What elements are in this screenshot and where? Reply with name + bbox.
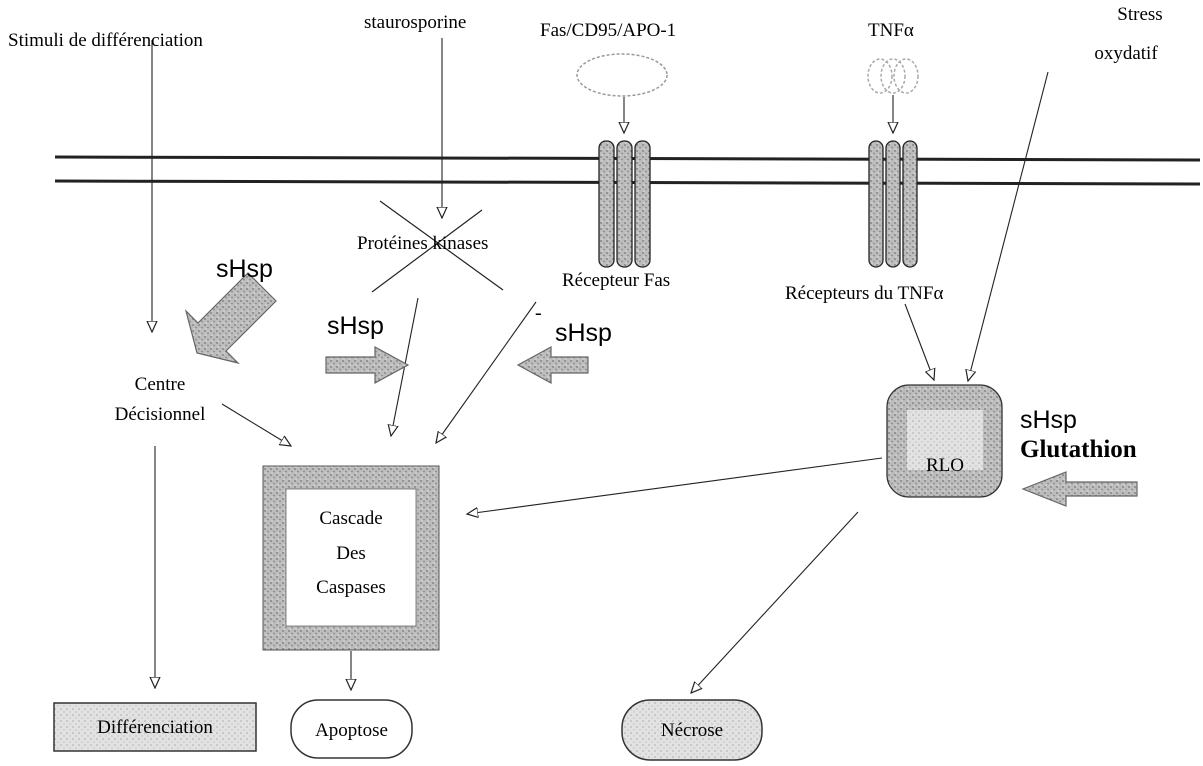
block-arrow-glutathion: [1021, 471, 1138, 507]
apoptose-box: [290, 699, 413, 759]
label-glutathion: Glutathion: [1020, 436, 1137, 463]
label-tnf: TNFα: [868, 20, 914, 41]
arrow-stress-to-rlo: [968, 71, 1049, 381]
label-shsp-right: sHsp: [555, 319, 612, 347]
block-arrow-diagonal: [184, 272, 277, 365]
caspase-box: [262, 465, 440, 651]
label-differentiation: Différenciation: [97, 717, 213, 738]
label-tnf-receptors: Récepteurs du TNFα: [785, 283, 944, 304]
arrow-tnf-receptors-to-rlo: [904, 303, 934, 380]
label-necrose: Nécrose: [660, 720, 724, 741]
rlo-box: [886, 384, 1003, 498]
tnf-ligand-shape: [867, 58, 919, 94]
label-caspase-line2: Des: [336, 543, 366, 564]
arrow-fas-to-caspases: [436, 301, 537, 443]
label-staurosporine: staurosporine: [364, 12, 467, 33]
label-decision-line2: Décisionnel: [114, 404, 206, 425]
label-fas-ligand: Fas/CD95/APO-1: [540, 20, 677, 41]
label-shsp-rlo: sHsp: [1020, 406, 1077, 434]
label-minus-sign: -: [535, 302, 542, 324]
label-caspase-line1: Cascade: [319, 508, 383, 529]
arrow-rlo-to-caspases: [467, 457, 883, 514]
label-shsp-top: sHsp: [216, 255, 273, 283]
label-apoptose: Apoptose: [315, 720, 388, 741]
necrose-box: [621, 699, 763, 761]
arrow-decision-to-caspases: [221, 403, 291, 446]
label-stimuli: Stimuli de différenciation: [8, 30, 203, 51]
label-caspase-line3: Caspases: [316, 577, 386, 598]
label-stress-line2: oxydatif: [1094, 43, 1158, 64]
fas-ligand-shape: [576, 53, 668, 97]
fas-receptor-shape: [598, 140, 651, 268]
label-decision-line1: Centre: [134, 374, 186, 395]
block-arrow-right: [325, 345, 410, 385]
tnf-receptor-shape: [868, 140, 918, 268]
kinase-inhibition-cross: [371, 200, 504, 293]
block-arrow-left: [516, 345, 589, 385]
arrow-rlo-to-necrose: [691, 511, 859, 693]
inhibition-block-arrows: [184, 272, 1138, 507]
label-rlo: RLO: [926, 455, 964, 476]
label-shsp-middle: sHsp: [327, 312, 384, 340]
label-protein-kinases: Protéines kinases: [357, 233, 489, 254]
differentiation-box: [53, 702, 257, 752]
label-fas-receptor: Récepteur Fas: [562, 270, 671, 291]
label-stress-line1: Stress: [1117, 4, 1163, 25]
